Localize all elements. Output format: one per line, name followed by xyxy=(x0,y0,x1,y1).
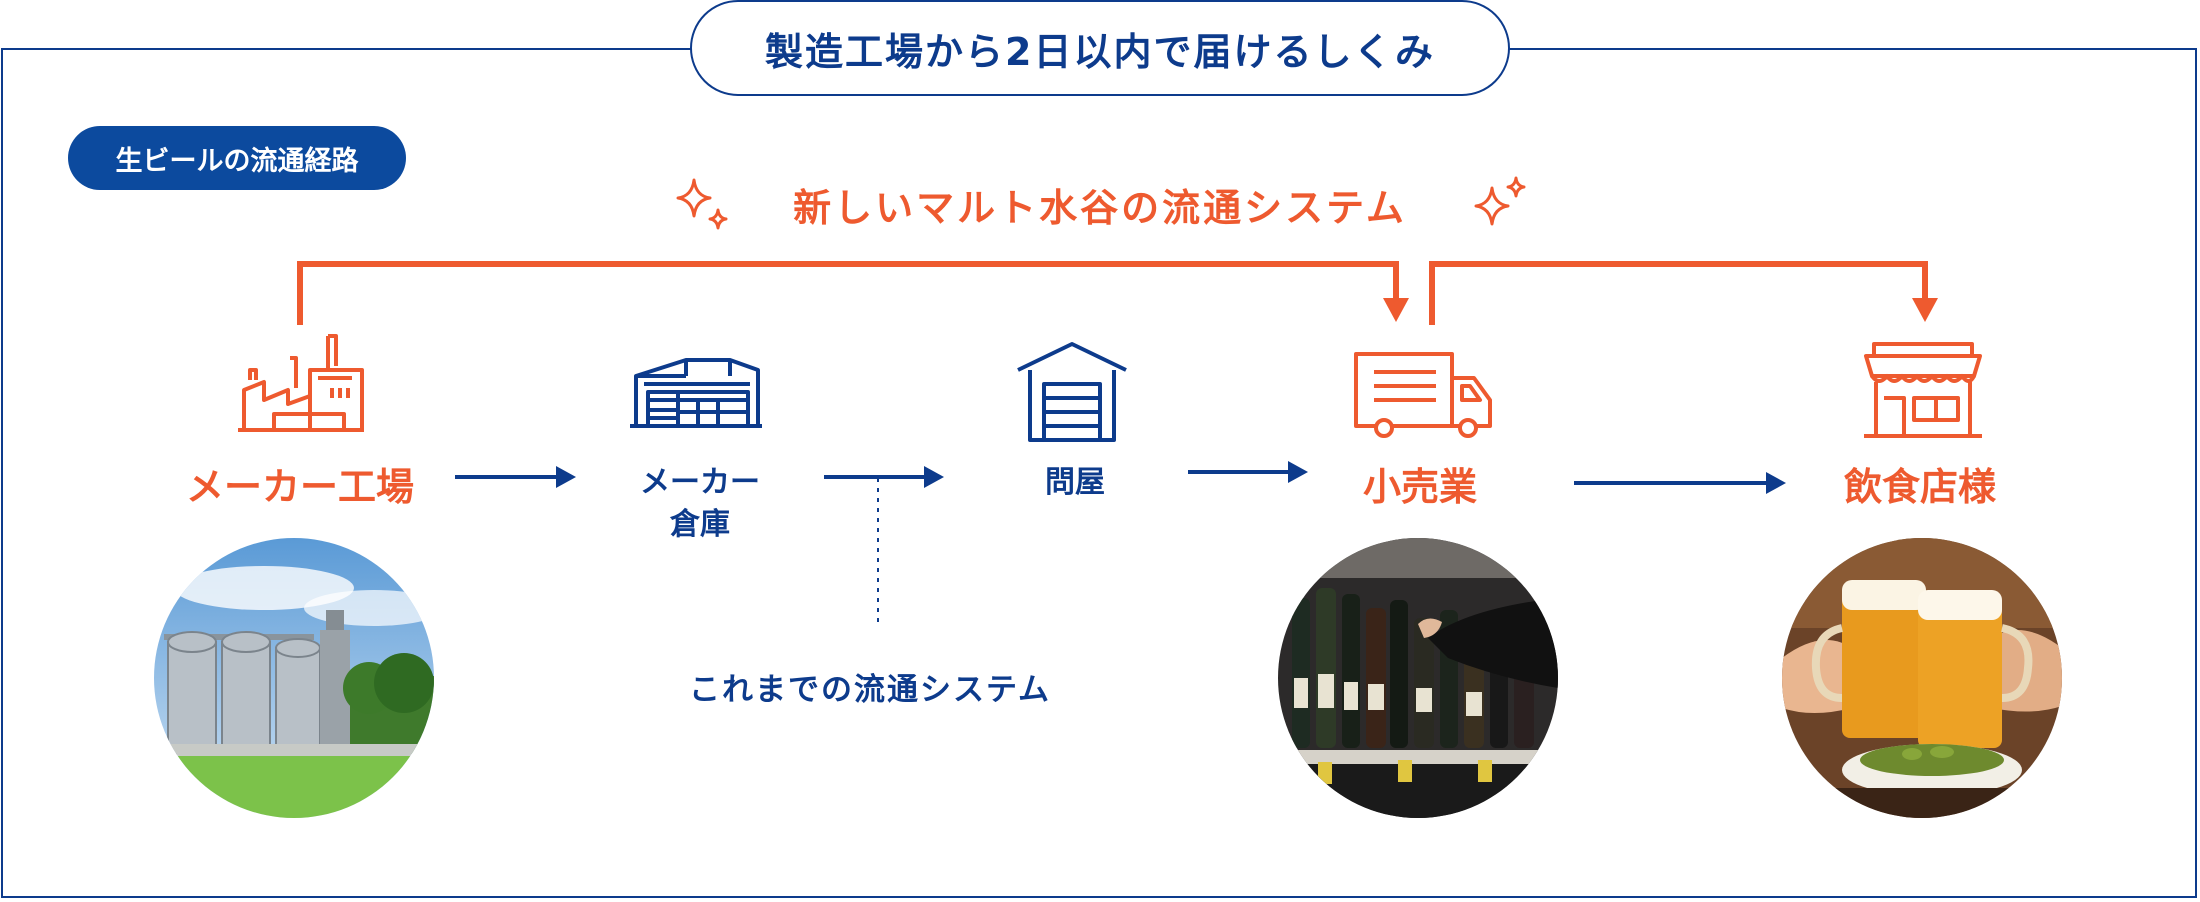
factory-to-retail-line xyxy=(297,261,1399,325)
restaurant-arrowhead xyxy=(1912,298,1938,322)
page-title: 製造工場から2日以内で届けるしくみ xyxy=(690,0,1510,96)
factory-icon xyxy=(238,334,364,432)
garage-icon xyxy=(1017,342,1127,442)
node-label-warehouse: メーカー 倉庫 xyxy=(600,462,800,546)
store-icon xyxy=(1864,342,1982,438)
route-badge: 生ビールの流通経路 xyxy=(68,126,406,190)
warehouse-label-line1: メーカー xyxy=(640,465,760,500)
retailer-photo xyxy=(1278,538,1558,818)
restaurant-photo xyxy=(1782,538,2062,818)
warehouse-icon xyxy=(630,358,762,428)
sparkle-left-icon xyxy=(676,178,728,230)
sparkle-right-icon xyxy=(1474,176,1526,226)
truck-icon xyxy=(1354,352,1492,438)
old-system-title: これまでの流通システム xyxy=(688,672,1052,708)
node-label-retailer: 小売業 xyxy=(1362,465,1477,509)
node-label-wholesaler: 問屋 xyxy=(1045,465,1105,500)
warehouse-label-line2: 倉庫 xyxy=(670,507,730,542)
retail-to-restaurant-line xyxy=(1429,261,1928,325)
node-label-restaurant: 飲食店様 xyxy=(1843,465,1996,509)
factory-photo xyxy=(154,538,434,818)
node-label-factory: メーカー工場 xyxy=(185,465,414,509)
retail-arrowhead xyxy=(1383,298,1409,322)
new-system-title: 新しいマルト水谷の流通システム xyxy=(793,185,1407,230)
